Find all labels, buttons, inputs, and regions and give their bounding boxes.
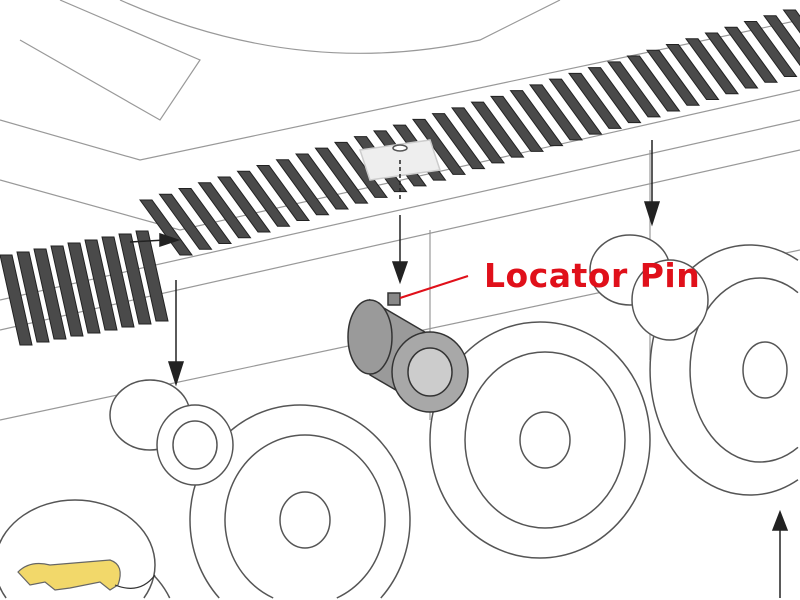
track-link xyxy=(67,242,101,334)
track-link xyxy=(607,61,661,118)
track-link xyxy=(314,147,369,204)
track-link xyxy=(782,9,800,34)
track-links xyxy=(0,9,800,346)
track-link xyxy=(763,15,800,67)
track-link xyxy=(118,233,152,325)
track-link xyxy=(197,182,252,239)
tiger-logo-icon xyxy=(17,559,156,591)
track-link xyxy=(626,55,681,112)
highlighted-hub xyxy=(347,292,469,413)
track-link xyxy=(275,159,330,216)
track-link xyxy=(158,193,213,250)
track-link xyxy=(334,141,388,198)
assembly-arrows xyxy=(129,140,789,598)
track-link xyxy=(470,101,525,158)
track-link xyxy=(490,95,544,152)
track-link xyxy=(509,90,564,147)
track-link xyxy=(548,78,603,135)
track-link xyxy=(256,164,310,221)
track-link xyxy=(0,254,33,346)
track-link xyxy=(295,153,349,210)
track-link xyxy=(217,176,271,233)
track-link xyxy=(33,248,67,340)
track-link xyxy=(16,251,50,343)
track-link xyxy=(84,239,118,331)
track-link xyxy=(724,26,778,83)
track-link xyxy=(101,236,135,328)
track-link xyxy=(178,187,232,244)
track-link xyxy=(743,21,798,78)
track-link xyxy=(135,230,169,322)
track-link xyxy=(431,113,486,170)
idler-hubs xyxy=(109,234,709,486)
track-link xyxy=(704,32,759,89)
track-link xyxy=(451,107,505,164)
track-link xyxy=(665,44,720,101)
track-link xyxy=(50,245,84,337)
track-link xyxy=(236,170,291,227)
track-link xyxy=(529,84,583,141)
track-link xyxy=(646,49,700,106)
track-link xyxy=(685,38,739,95)
track-link xyxy=(412,118,466,175)
track-link xyxy=(568,72,622,129)
track-link xyxy=(587,67,642,124)
callout-leader-line xyxy=(399,275,469,299)
locator-pin-callout: Locator Pin xyxy=(484,256,701,295)
